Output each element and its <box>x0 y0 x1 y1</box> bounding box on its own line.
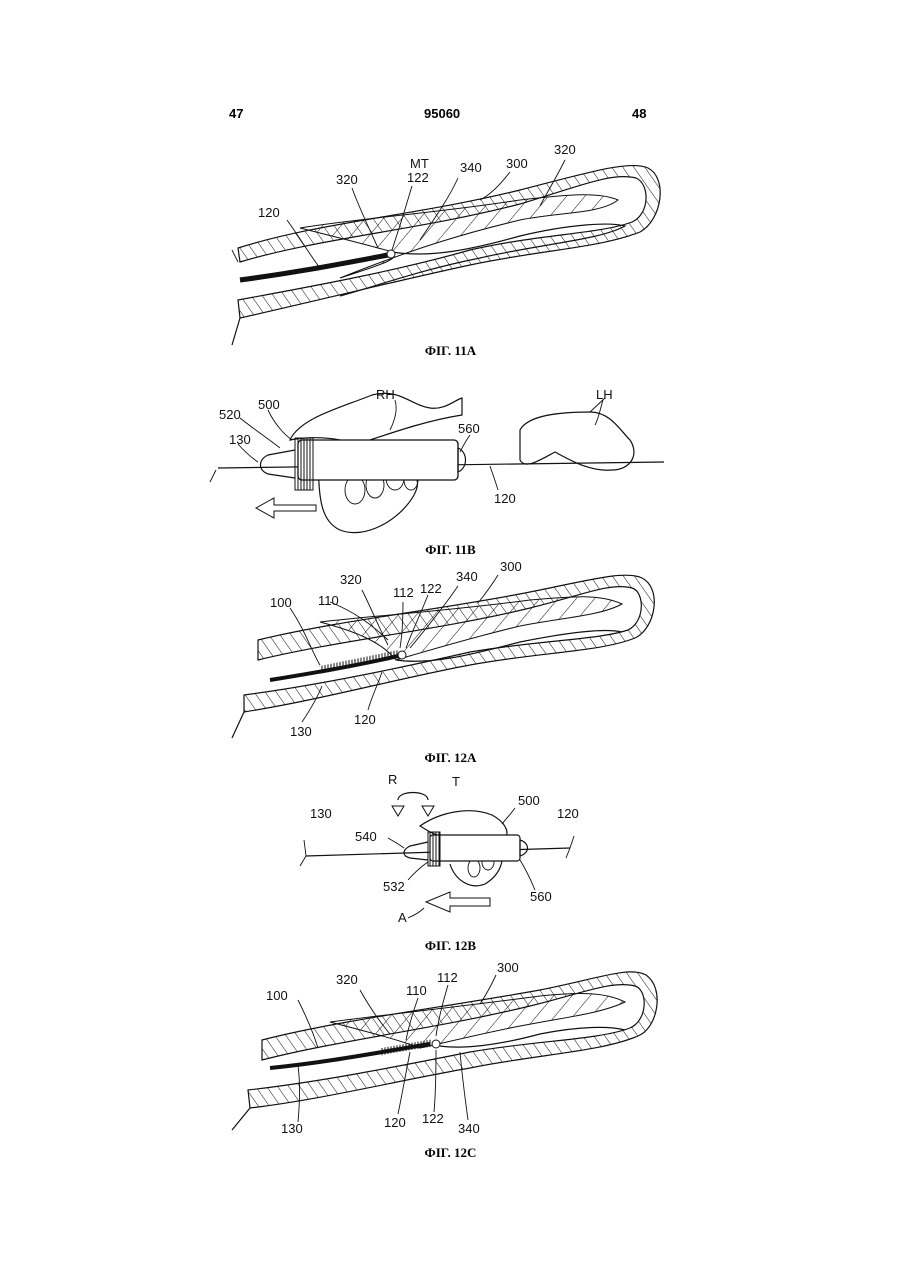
label-340: 340 <box>460 160 482 175</box>
label-a: A <box>398 910 407 925</box>
label-112: 112 <box>437 970 458 985</box>
label-300: 300 <box>506 156 528 171</box>
label-100: 100 <box>270 595 292 610</box>
label-320: 320 <box>336 172 358 187</box>
label-110: 110 <box>318 593 339 608</box>
label-122: 122 <box>422 1111 444 1126</box>
label-120: 120 <box>384 1115 406 1130</box>
left-hand <box>520 398 634 470</box>
label-500: 500 <box>518 793 540 808</box>
label-122: 122 <box>420 581 442 596</box>
label-120: 120 <box>494 491 516 506</box>
label-100: 100 <box>266 988 288 1003</box>
label-110: 110 <box>406 983 427 998</box>
rotation-arrow <box>392 793 434 817</box>
label-120: 120 <box>354 712 376 727</box>
label-560: 560 <box>458 421 480 436</box>
label-130: 130 <box>281 1121 303 1136</box>
handle-device <box>404 832 528 866</box>
label-520: 520 <box>219 407 241 422</box>
caption-fig-11b: ФІГ. 11В <box>0 542 901 558</box>
figure-11a-drawing: 120 320 МТ 122 340 300 320 <box>0 140 901 350</box>
label-t: T <box>452 774 460 789</box>
label-560: 560 <box>530 889 552 904</box>
label-130: 130 <box>290 724 312 739</box>
label-lh: LH <box>596 387 613 402</box>
label-130: 130 <box>310 806 332 821</box>
caption-fig-12a: ФІГ. 12А <box>0 750 901 766</box>
label-112: 112 <box>393 585 414 600</box>
page-number-left: 47 <box>229 106 243 121</box>
label-532: 532 <box>383 879 405 894</box>
vessel-wall <box>238 165 660 318</box>
label-300: 300 <box>497 960 519 975</box>
document-number: 95060 <box>424 106 460 121</box>
label-130: 130 <box>229 432 251 447</box>
figure-11b-drawing: RH LH 500 520 130 560 120 <box>0 360 901 545</box>
label-540: 540 <box>355 829 377 844</box>
label-500: 500 <box>258 397 280 412</box>
page-number-right: 48 <box>632 106 646 121</box>
label-rh: RH <box>376 387 395 402</box>
caption-fig-11a: ФІГ. 11А <box>0 343 901 359</box>
label-300: 300 <box>500 559 522 574</box>
label-120: 120 <box>258 205 280 220</box>
label-mt: МТ <box>410 156 429 171</box>
figure-12a-drawing: 300 320 340 112 122 100 110 130 120 <box>0 560 901 750</box>
label-320: 320 <box>340 572 362 587</box>
label-340: 340 <box>458 1121 480 1136</box>
caption-fig-12c: ФІГ. 12С <box>0 1145 901 1161</box>
label-122: 122 <box>407 170 429 185</box>
figure-12b-drawing: R T 500 130 120 540 532 560 A <box>0 765 901 940</box>
label-120: 120 <box>557 806 579 821</box>
figure-12c-drawing: 300 320 112 110 100 130 120 122 340 <box>0 955 901 1145</box>
label-320b: 320 <box>554 142 576 157</box>
caption-fig-12b: ФІГ. 12В <box>0 938 901 954</box>
label-320: 320 <box>336 972 358 987</box>
label-340: 340 <box>456 569 478 584</box>
label-r: R <box>388 772 397 787</box>
